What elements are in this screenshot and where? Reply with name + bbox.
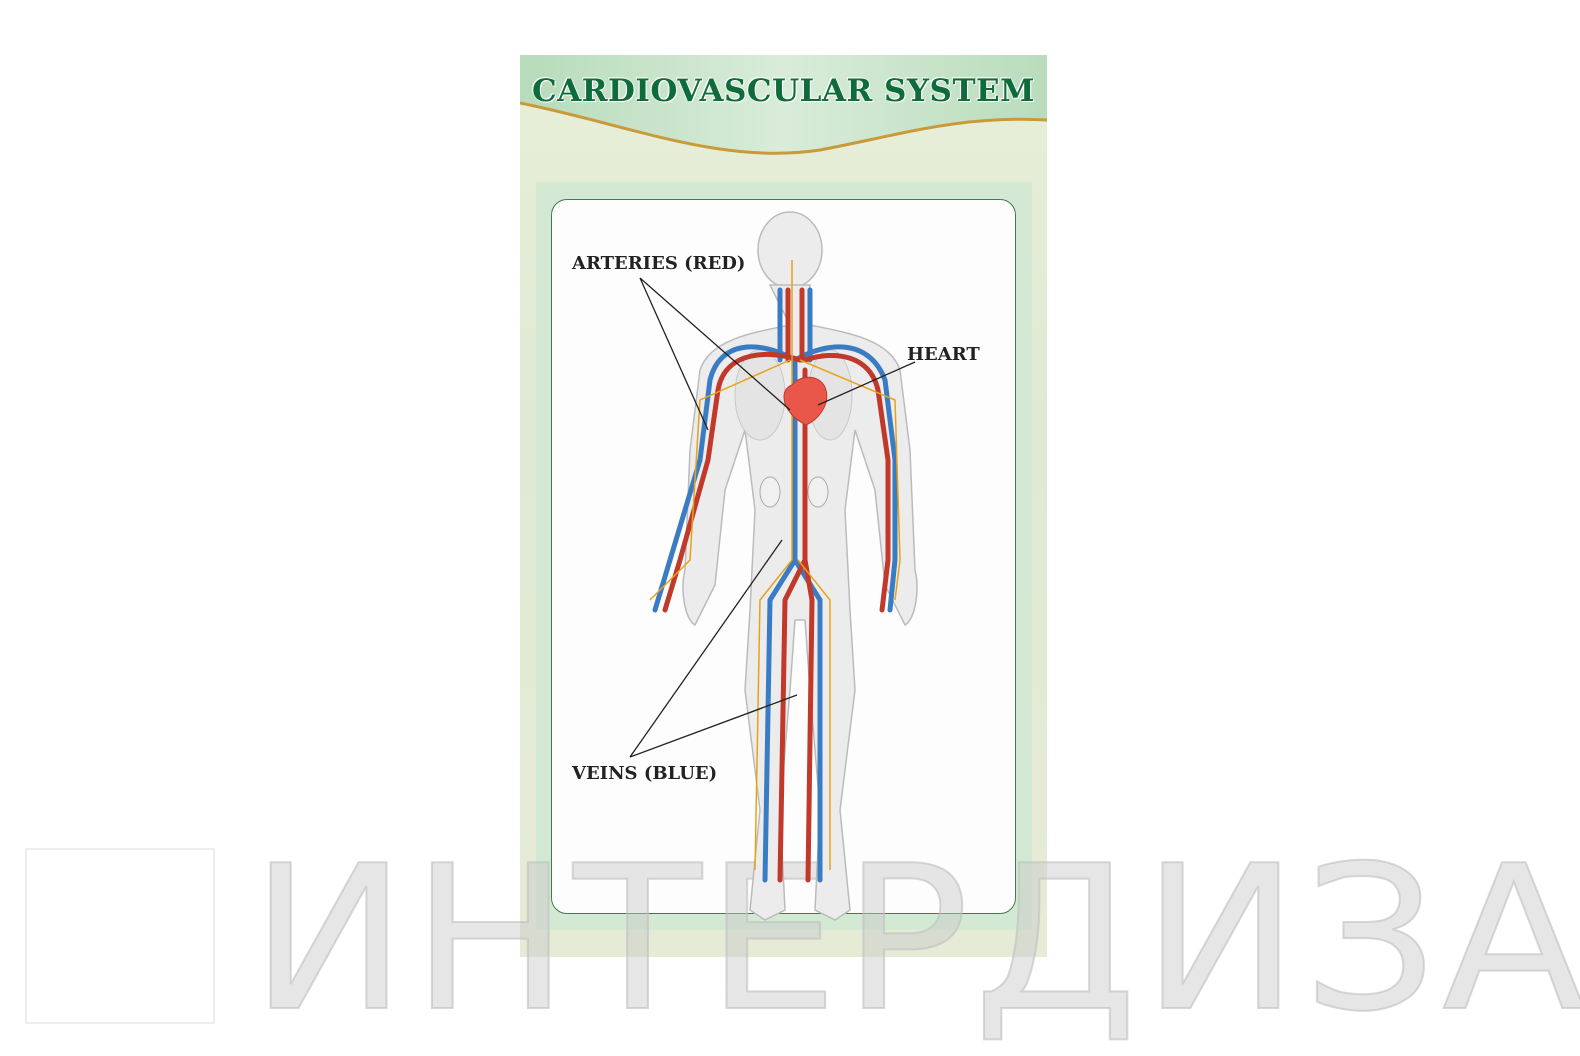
body-diagram (629, 211, 918, 921)
veins-label: VEINS (BLUE) (572, 763, 718, 784)
leader-lines (629, 277, 916, 758)
arteries (662, 287, 891, 883)
arteries-label: ARTERIES (RED) (572, 253, 746, 274)
heart-shape (783, 376, 828, 426)
body-silhouette (682, 211, 918, 921)
header-banner (520, 55, 1047, 155)
poster-title: CARDIOVASCULAR SYSTEM (532, 73, 1035, 109)
watermark: ИНТЕРДИЗАЙН (249, 823, 1580, 1056)
kidneys (759, 476, 829, 508)
heart-label: HEART (907, 344, 980, 365)
veins (652, 287, 898, 883)
